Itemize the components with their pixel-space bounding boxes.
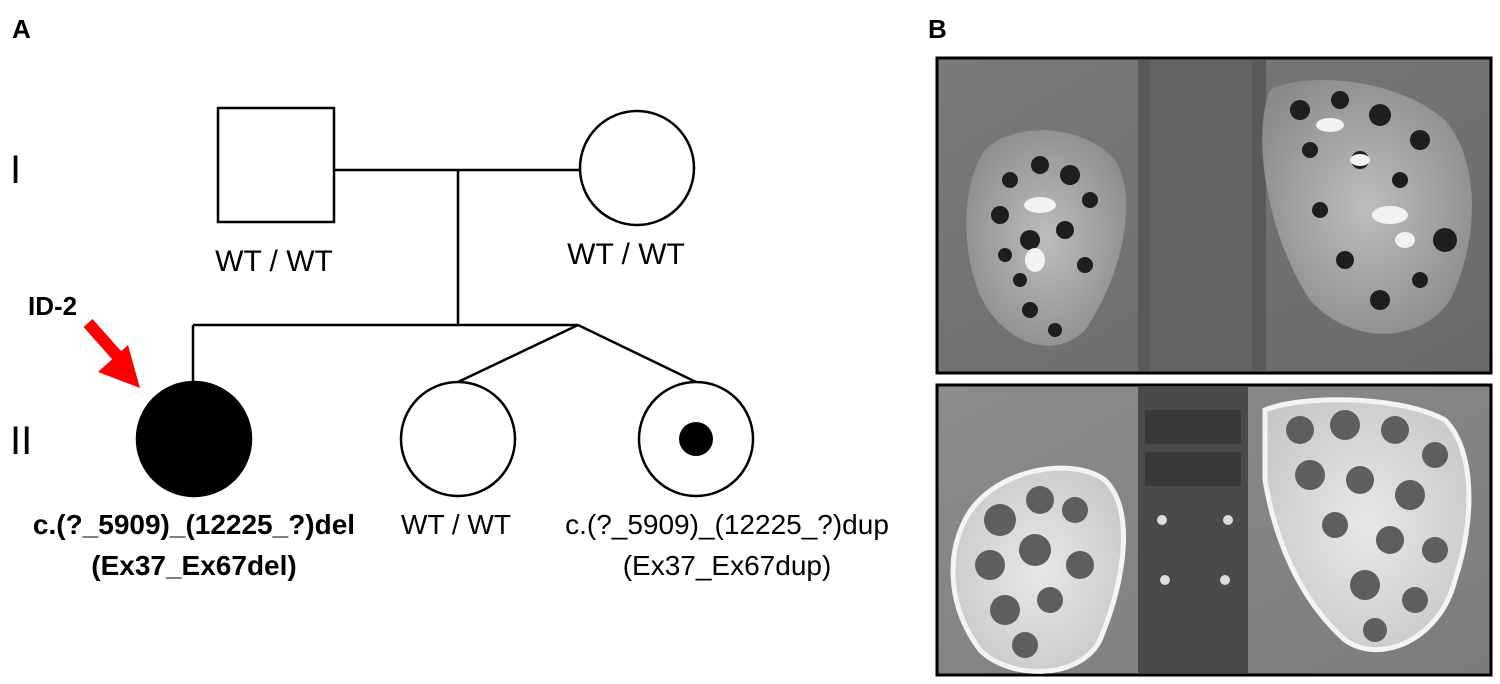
father-genotype: WT / WT	[215, 245, 333, 278]
mother-symbol	[578, 109, 696, 227]
proband-genotype-line1: c.(?_5909)_(12225_?)del	[33, 509, 355, 540]
mri-image-bottom	[935, 383, 1493, 677]
generation-label-i: I	[10, 148, 21, 192]
father-symbol	[216, 106, 336, 224]
proband-arrow	[83, 319, 140, 388]
mother-genotype: WT / WT	[567, 238, 685, 271]
sibling-carrier-genotype-line2: (Ex37_Ex67dup)	[623, 550, 832, 581]
panel-label-a: A	[12, 14, 31, 44]
twin-line-left	[457, 323, 579, 384]
twin-line-right	[577, 323, 697, 384]
panel-label-b: B	[928, 14, 947, 44]
carrier-dot	[679, 422, 713, 456]
pedigree-lines	[191, 168, 697, 384]
sibling-middle-symbol	[399, 380, 517, 498]
proband-genotype-line2: (Ex37_Ex67del)	[91, 550, 296, 581]
sibling-carrier-genotype-line1: c.(?_5909)_(12225_?)dup	[565, 509, 889, 540]
proband-id-label: ID-2	[28, 291, 77, 321]
generation-label-ii: II	[10, 419, 32, 463]
sibling-middle-genotype: WT / WT	[401, 509, 511, 540]
mri-image-top	[935, 56, 1493, 375]
proband-symbol	[135, 380, 253, 498]
